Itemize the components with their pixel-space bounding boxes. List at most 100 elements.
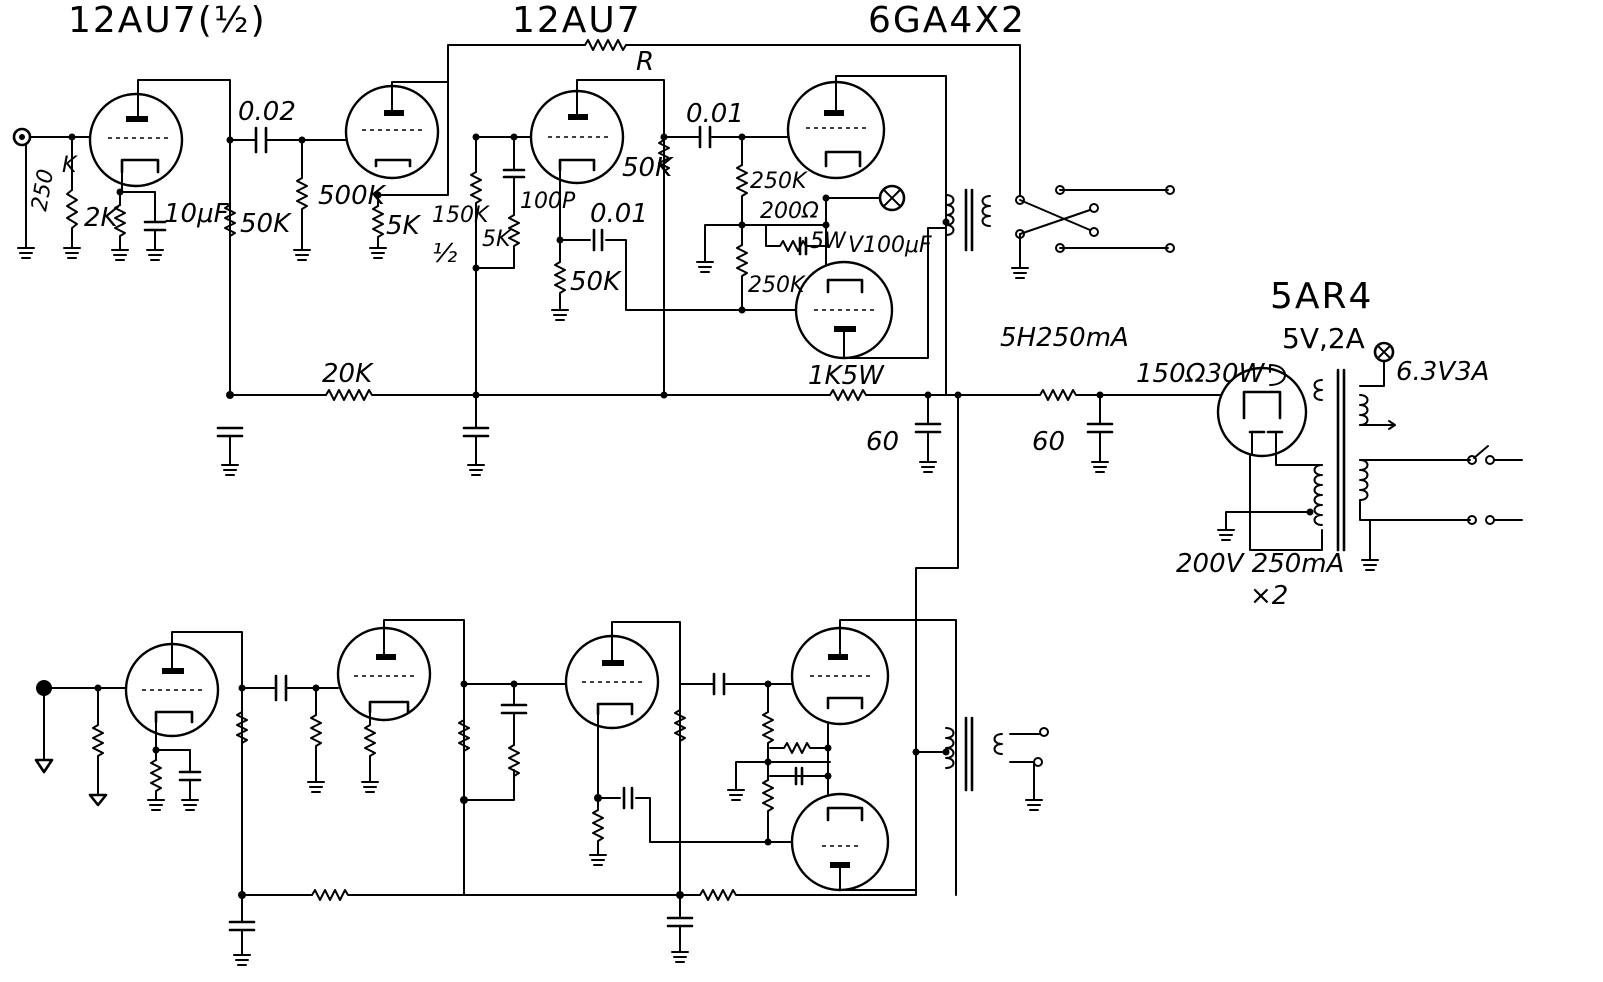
capacitor-100uf [798,236,808,256]
capacitor-comp-b [500,703,528,715]
capacitor-60-b [1086,422,1114,434]
capacitor-coupling-b4 [712,672,726,696]
capacitor-cathode-b1 [178,770,202,782]
capacitor-bus-b2 [666,916,694,928]
capacitor-60-a [914,422,942,434]
label-100p: 100P [520,189,576,214]
resistor-5k-a [372,205,384,249]
capacitor-0-01-b [698,125,712,149]
label-150k: 150K [432,203,490,228]
resistor-cathode-b4 [769,742,829,754]
label-5v-2a: 5V,2A [1282,322,1365,355]
label-200v-250ma: 200V 250mA [1176,549,1344,579]
title-12au7: 12AU7 [512,0,642,41]
power-supply [216,341,1523,896]
capacitor-coupling-b3 [622,786,634,810]
capacitor-bus-b1 [228,920,256,932]
power-transformer [1336,368,1346,552]
choke-5h [1039,389,1229,401]
title-5ar4: 5AR4 [1270,276,1373,317]
resistor-feedback-r [584,39,1021,196]
resistor-grid-b4b [762,779,774,843]
label-5k-b: 5K [482,227,512,252]
resistor-grid-b1 [92,724,104,796]
label-half: ½ [432,239,457,269]
label-v100uf: V100μF [848,233,932,258]
label-0-01-b: 0.01 [686,99,744,129]
resistor-5k-b [508,214,520,269]
label-2k: 2K [84,203,120,233]
label-250k-a: 250K [750,169,808,194]
label-0-01-a: 0.01 [590,199,648,229]
tube-v1-12au7 [88,92,184,188]
resistor-20k [325,389,831,401]
capacitor-10uf [143,220,167,232]
resistor-bus-b2 [699,889,917,901]
label-500k: 500K [318,181,387,211]
tube-5ar4-rectifier [1216,366,1308,458]
resistor-plate-b1 [236,711,248,744]
resistor-1k5w [829,389,1041,401]
resistor-500k [296,177,308,251]
label-5w: 5W [810,229,847,254]
title-12au7-half: 12AU7(½) [68,0,267,41]
resistor-250-top [66,189,78,249]
speaker-terminal-icon [1165,185,1175,195]
resistor-grid-b4a [762,711,774,763]
resistor-cathode-b1 [150,759,162,801]
resistor-feedback-b [458,719,470,801]
resistor-comp-b [508,744,520,777]
output-transformer-bottom [945,727,955,769]
label-250: 250 [27,167,59,213]
capacitor-100p [502,168,526,179]
ground-symbol [17,247,81,259]
label-k: K [62,153,78,178]
resistor-50k-b [554,261,566,311]
capacitor-coupling-b1 [274,674,288,702]
resistor-250k-a [736,164,748,226]
resistor-plate-b3 [674,709,686,742]
label-60-b: 60 [1032,427,1065,457]
title-6ga4x2: 6GA4X2 [868,0,1026,41]
resistor-bus-b1 [311,889,701,901]
capacitor-bypass-c [462,426,490,438]
resistor-grid-b2 [310,714,322,783]
label-1k5w: 1K5W [808,361,885,391]
label-5h250ma: 5H250mA [1000,323,1129,353]
output-transformer-top [945,194,955,236]
resistor-150k [470,171,482,269]
label-6-3v3a: 6.3V3A [1396,357,1489,387]
label-50k-b: 50K [570,267,622,297]
resistor-200-ohm [765,224,827,252]
bottom-channel [34,619,1049,966]
capacitor-0-02 [254,126,268,154]
speaker-terminal-icon [1165,243,1175,253]
label-250k-b: 250K [748,273,806,298]
label-200-ohm: 200Ω [760,199,819,224]
label-50k-a: 50K [240,209,292,239]
label-r: R [636,47,654,77]
label-150-ohm-30w: 150Ω30W [1136,359,1266,389]
top-channel [12,39,1175,476]
label-0-02: 0.02 [238,97,296,127]
label-50k-c: 50K [622,153,674,183]
resistor-50k-a [224,204,236,246]
label-20k: 20K [322,359,374,389]
resistor-grid-b3 [592,809,604,856]
label-10uf: 10μF [164,199,230,229]
label-60-a: 60 [866,427,899,457]
resistor-250k-b [736,244,748,311]
capacitor-bypass-a [216,426,244,438]
speaker-terminal-icon [1033,757,1043,767]
label-x2: ×2 [1250,581,1288,611]
label-5k-a: 5K [386,211,422,241]
speaker-switch-top [1011,185,1175,279]
mains-switch [1467,445,1523,525]
resistor-2k [114,204,126,251]
speaker-terminal-icon [1039,727,1049,737]
capacitor-0-01-a [592,228,604,252]
resistor-50k-c [658,139,670,172]
component-labels: K 250 2K 10μF 0.02 50K 500K 5K 150K ½ 5K… [27,47,1489,611]
resistor-cathode-b2 [364,711,376,783]
